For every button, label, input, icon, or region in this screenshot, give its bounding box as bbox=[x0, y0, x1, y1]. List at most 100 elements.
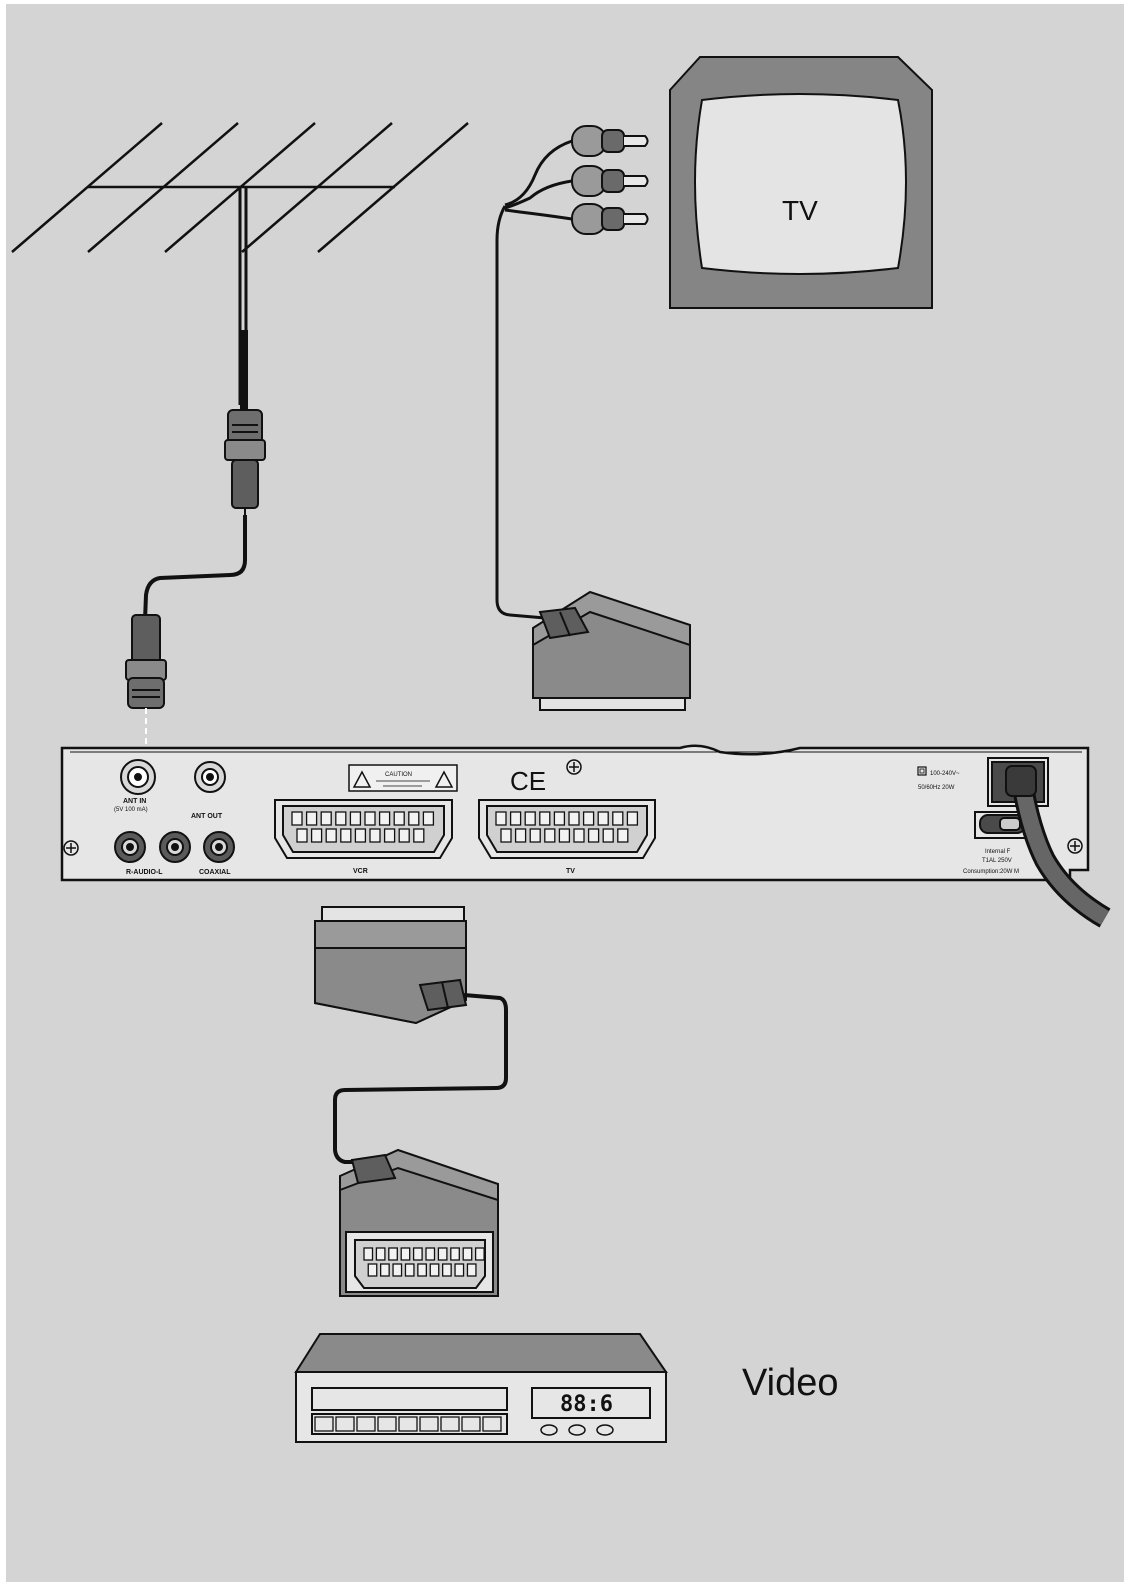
scart-pin bbox=[429, 1263, 440, 1277]
tv-screen bbox=[694, 93, 907, 275]
scart-pin bbox=[602, 828, 614, 843]
tv-label: TV bbox=[782, 195, 818, 226]
scart-pin bbox=[305, 811, 318, 826]
scart-pin bbox=[383, 828, 396, 843]
scart-pin bbox=[558, 828, 571, 843]
caution-fineprint bbox=[376, 780, 430, 787]
vcr-button bbox=[419, 1416, 439, 1432]
scart-pin bbox=[495, 811, 507, 826]
scart-pin bbox=[417, 1263, 428, 1277]
scart-pins-tv bbox=[495, 811, 639, 843]
scart-pin bbox=[310, 828, 323, 843]
rca-plug-2 bbox=[571, 165, 649, 197]
rca-socket-l[interactable] bbox=[159, 831, 191, 863]
scart-pin bbox=[626, 811, 639, 826]
vcr-button bbox=[314, 1416, 334, 1432]
scart-pin bbox=[375, 1247, 386, 1261]
scart-pin bbox=[441, 1263, 452, 1277]
scart-pin bbox=[379, 1263, 390, 1277]
consumption-text: Consumption:20W M bbox=[963, 869, 1019, 875]
vcr-display-text: 88:6 bbox=[560, 1392, 613, 1417]
cassette-slot bbox=[311, 1387, 508, 1411]
scart-pin bbox=[325, 828, 337, 843]
scart-pin bbox=[582, 811, 595, 826]
scart-pin bbox=[529, 828, 541, 843]
scart-pin bbox=[462, 1247, 473, 1261]
scart-pin bbox=[349, 811, 362, 826]
fuse-text-2: T1AL 250V bbox=[982, 858, 1012, 864]
scart-pin bbox=[320, 811, 332, 826]
antenna-cable bbox=[240, 330, 248, 415]
power-cable bbox=[1014, 780, 1110, 925]
scart-pin bbox=[553, 811, 566, 826]
scart-pin bbox=[587, 828, 600, 843]
scart-pin bbox=[404, 1263, 415, 1277]
power-rating-1: 100-240V~ bbox=[930, 771, 960, 777]
coaxial-socket[interactable] bbox=[203, 831, 235, 863]
scart-cable bbox=[333, 993, 508, 1164]
scart-pin bbox=[413, 828, 425, 843]
scart-pin bbox=[474, 1247, 485, 1261]
scart-pin bbox=[425, 1247, 436, 1261]
vcr-display bbox=[531, 1387, 651, 1419]
fuse-text-1: Internal F bbox=[985, 849, 1011, 855]
scart-pin bbox=[408, 811, 420, 826]
scart-pin bbox=[617, 828, 629, 843]
scart-pin bbox=[367, 1263, 378, 1277]
caution-text: CAUTION bbox=[385, 772, 412, 778]
scart-pin bbox=[437, 1247, 448, 1261]
power-plug bbox=[1005, 765, 1037, 797]
scart-pin bbox=[392, 1263, 403, 1277]
scart-pin bbox=[335, 811, 347, 826]
scart-pin bbox=[400, 1247, 411, 1261]
vcr-button bbox=[461, 1416, 481, 1432]
scart-pin bbox=[524, 811, 536, 826]
power-rating-2: 50/60Hz 20W bbox=[918, 785, 955, 791]
ant-in-socket[interactable] bbox=[120, 759, 156, 795]
scart-pin bbox=[454, 1263, 465, 1277]
rca-socket-r[interactable] bbox=[114, 831, 146, 863]
scart-pins-vcr-plug bbox=[363, 1247, 485, 1277]
scart-pin bbox=[398, 828, 410, 843]
scart-pin bbox=[612, 811, 624, 826]
ant-out-socket[interactable] bbox=[194, 761, 226, 793]
scart-pin bbox=[539, 811, 551, 826]
scart-pin bbox=[514, 828, 527, 843]
scart-pin bbox=[509, 811, 522, 826]
vcr-button bbox=[398, 1416, 418, 1432]
scart-pin bbox=[573, 828, 585, 843]
scart-pin bbox=[422, 811, 435, 826]
double-insulation-icon bbox=[917, 766, 927, 776]
video-label: Video bbox=[742, 1362, 839, 1404]
vcr-button bbox=[482, 1416, 502, 1432]
scart-pin bbox=[378, 811, 391, 826]
vcr-button bbox=[440, 1416, 460, 1432]
scart-pin bbox=[296, 828, 308, 843]
tv-scart-label: TV bbox=[566, 868, 575, 875]
scart-pin bbox=[364, 811, 376, 826]
vcr-label: VCR bbox=[353, 868, 368, 875]
scart-plug-tv bbox=[532, 590, 691, 711]
scart-pin bbox=[363, 1247, 374, 1261]
scart-pin bbox=[500, 828, 512, 843]
ce-mark: CE bbox=[510, 766, 546, 796]
vcr-round-buttons bbox=[540, 1424, 614, 1436]
scart-pin bbox=[291, 811, 303, 826]
scart-pin bbox=[544, 828, 556, 843]
ant-in-sublabel: (5V 100 mA) bbox=[114, 807, 148, 813]
coaxial-label: COAXIAL bbox=[199, 869, 231, 876]
ant-in-label: ANT IN bbox=[123, 798, 146, 805]
vcr-button bbox=[356, 1416, 376, 1432]
r-audio-l-label: R-AUDIO-L bbox=[126, 869, 163, 876]
scart-pin bbox=[369, 828, 381, 843]
scart-pin bbox=[466, 1263, 477, 1277]
caution-label bbox=[348, 764, 458, 792]
tv-set bbox=[669, 56, 933, 309]
scart-pin bbox=[597, 811, 609, 826]
ant-out-label: ANT OUT bbox=[191, 813, 223, 820]
vcr-buttons bbox=[314, 1416, 502, 1432]
antenna-cable-lower bbox=[143, 515, 247, 621]
rca-cable bbox=[495, 139, 573, 620]
